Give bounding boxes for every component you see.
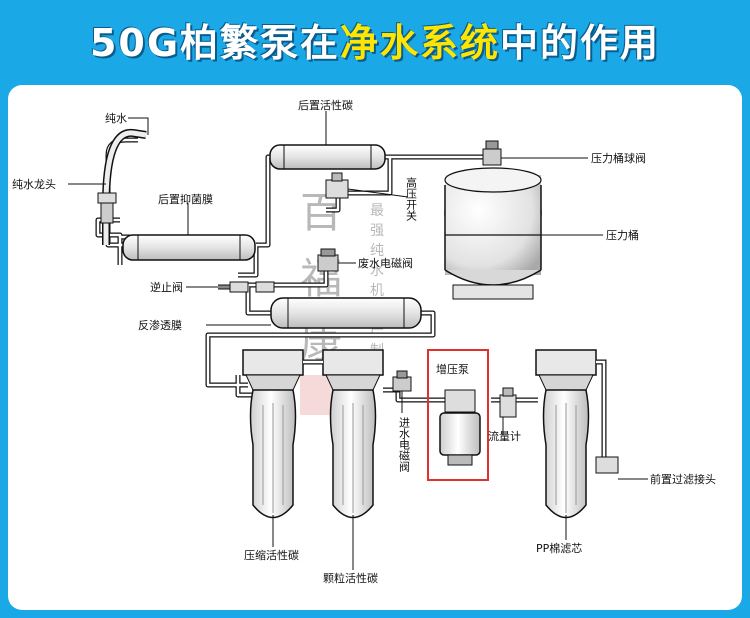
page-title: 50G柏繁泵在净水系统中的作用	[90, 12, 660, 67]
title-banner: 50G柏繁泵在净水系统中的作用	[0, 0, 750, 78]
label-tank-ball-valve: 压力桶球阀	[591, 151, 646, 165]
label-pure-water: 纯水	[105, 112, 127, 125]
label-pp-filter: PP棉滤芯	[536, 541, 582, 555]
watermark-vert-5: 机	[370, 283, 384, 299]
label-granular-carbon: 颗粒活性碳	[323, 571, 378, 585]
faucet-icon	[97, 128, 147, 245]
watermark-vert-4: 水	[370, 263, 384, 279]
label-booster-pump: 增压泵	[436, 362, 469, 376]
label-post-carbon: 后置活性碳	[298, 98, 353, 112]
flow-meter-icon	[499, 387, 517, 418]
title-part2: 中的作用	[500, 20, 661, 65]
pump-highlight-box	[427, 349, 489, 481]
post-antibacterial-filter-icon	[122, 234, 256, 261]
high-pressure-switch-icon	[325, 172, 349, 199]
water-system-diagram: 百 福 康 最 强 纯 水 机 生 产 制	[12, 98, 716, 585]
label-compressed-carbon: 压缩活性碳	[244, 548, 299, 562]
ro-membrane-icon	[270, 297, 422, 329]
label-post-antibacterial: 后置抑菌膜	[158, 192, 213, 206]
watermark-vert-3: 纯	[370, 243, 384, 259]
svg-text:进水电磁阀: 进水电磁阀	[398, 417, 411, 473]
diagram-panel: 百 福 康 最 强 纯 水 机 生 产 制	[8, 85, 742, 610]
label-high-pressure-switch: 高压开关	[405, 176, 418, 222]
front-connector-icon	[595, 456, 619, 474]
title-highlight: 净水系统	[340, 20, 501, 65]
label-ro-membrane: 反渗透膜	[138, 318, 182, 332]
granular-carbon-housing-icon	[322, 349, 384, 519]
label-inlet-valve: 进水电磁阀	[398, 417, 411, 473]
label-front-connector: 前置过滤接头	[650, 472, 716, 486]
waste-valve-icon	[317, 248, 339, 272]
label-check-valve: 逆止阀	[150, 280, 183, 294]
pp-filter-housing-icon	[535, 349, 597, 519]
leader-lines	[68, 111, 648, 570]
title-part1: 50G柏繁泵在	[89, 20, 341, 65]
label-pressure-tank: 压力桶	[606, 228, 639, 242]
pressure-tank-icon	[444, 167, 542, 300]
compressed-carbon-housing-icon	[242, 349, 304, 519]
tank-ball-valve-icon	[482, 140, 502, 166]
svg-text:高压开关: 高压开关	[405, 176, 418, 222]
label-flow-meter: 流量计	[488, 429, 521, 443]
watermark-vert-1: 最	[370, 203, 384, 219]
watermark-vert-2: 强	[370, 223, 384, 239]
booster-pump-icon	[427, 349, 489, 481]
label-waste-valve: 废水电磁阀	[358, 256, 413, 270]
label-pure-faucet: 纯水龙头	[12, 178, 56, 191]
post-carbon-filter-icon	[269, 144, 386, 170]
inlet-valve-icon	[392, 370, 412, 392]
